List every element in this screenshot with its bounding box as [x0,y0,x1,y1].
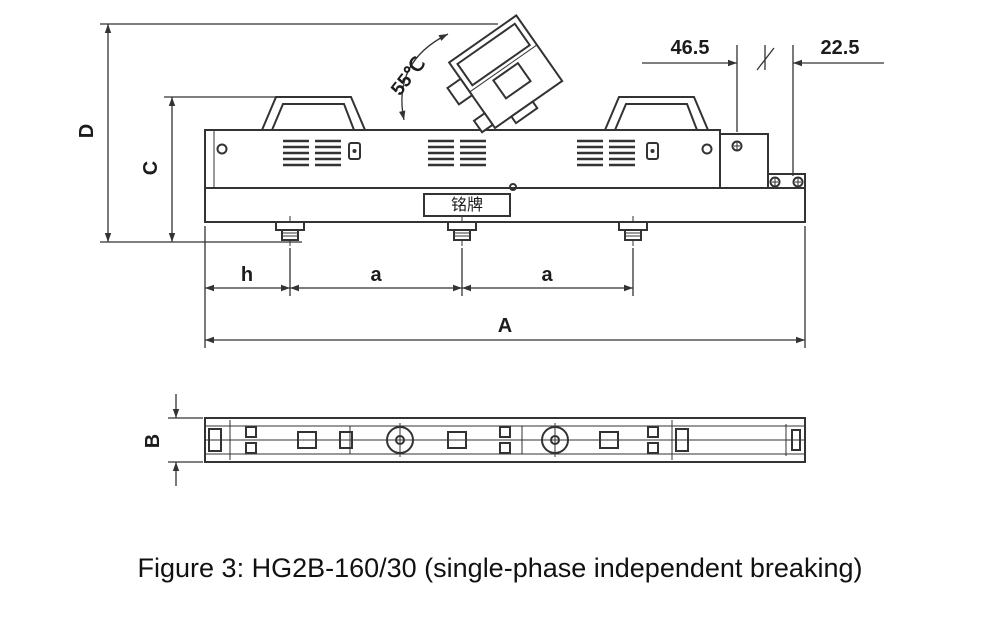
tilted-breaker-unit [446,14,564,134]
dimension-B: B [142,394,203,486]
dimension-right-offsets: 46.5 22.5 [642,37,884,176]
dim-label-h: h [241,264,253,286]
front-view: 55℃ 铭牌 [204,14,806,246]
top-view [204,417,806,463]
dim-label-a-left: a [370,264,382,286]
dim-label-B: B [142,434,164,448]
dim-label-a-right: a [541,264,553,286]
dimension-A: A [205,315,805,344]
dimension-a-left: a [290,264,462,292]
screw-icon [769,176,781,188]
mounting-feet [275,216,648,246]
dimension-a-right: a [462,264,633,292]
dim-label-46-5: 46.5 [671,37,710,59]
angle-label: 55℃ [387,53,430,99]
vent-slots [281,139,659,167]
indicator-button [646,142,659,160]
dim-label-22-5: 22.5 [821,37,860,59]
rivet-icon [509,183,517,191]
screw-icon [731,140,743,152]
foot [447,216,477,246]
right-housing [719,133,804,189]
dim-label-A: A [498,315,512,337]
indicator-dot-icon [650,149,655,153]
screw-hole-icon [216,143,228,155]
dim-label-D: D [76,124,98,138]
dim-label-C: C [140,161,162,175]
indicator-button [348,142,361,160]
angle-annotation: 55℃ [387,33,449,121]
indicator-dot-icon [352,149,357,153]
top-view-right-end [785,424,801,456]
dimension-C: C [140,96,285,242]
left-handle [261,96,366,131]
foot [275,216,305,246]
screw-icon [792,176,804,188]
top-view-internals [297,420,689,460]
right-handle [604,96,709,131]
foot [618,216,648,246]
figure-caption: Figure 3: HG2B-160/30 (single-phase inde… [138,553,863,583]
top-view-left-end [208,420,257,460]
dimension-h: h [205,264,290,292]
dimension-annotations: D C 46.5 22.5 [76,23,884,486]
dimension-D: D [76,23,498,243]
screw-hole-icon [701,143,713,155]
nameplate: 铭牌 [423,193,511,217]
nameplate-label: 铭牌 [451,196,483,214]
